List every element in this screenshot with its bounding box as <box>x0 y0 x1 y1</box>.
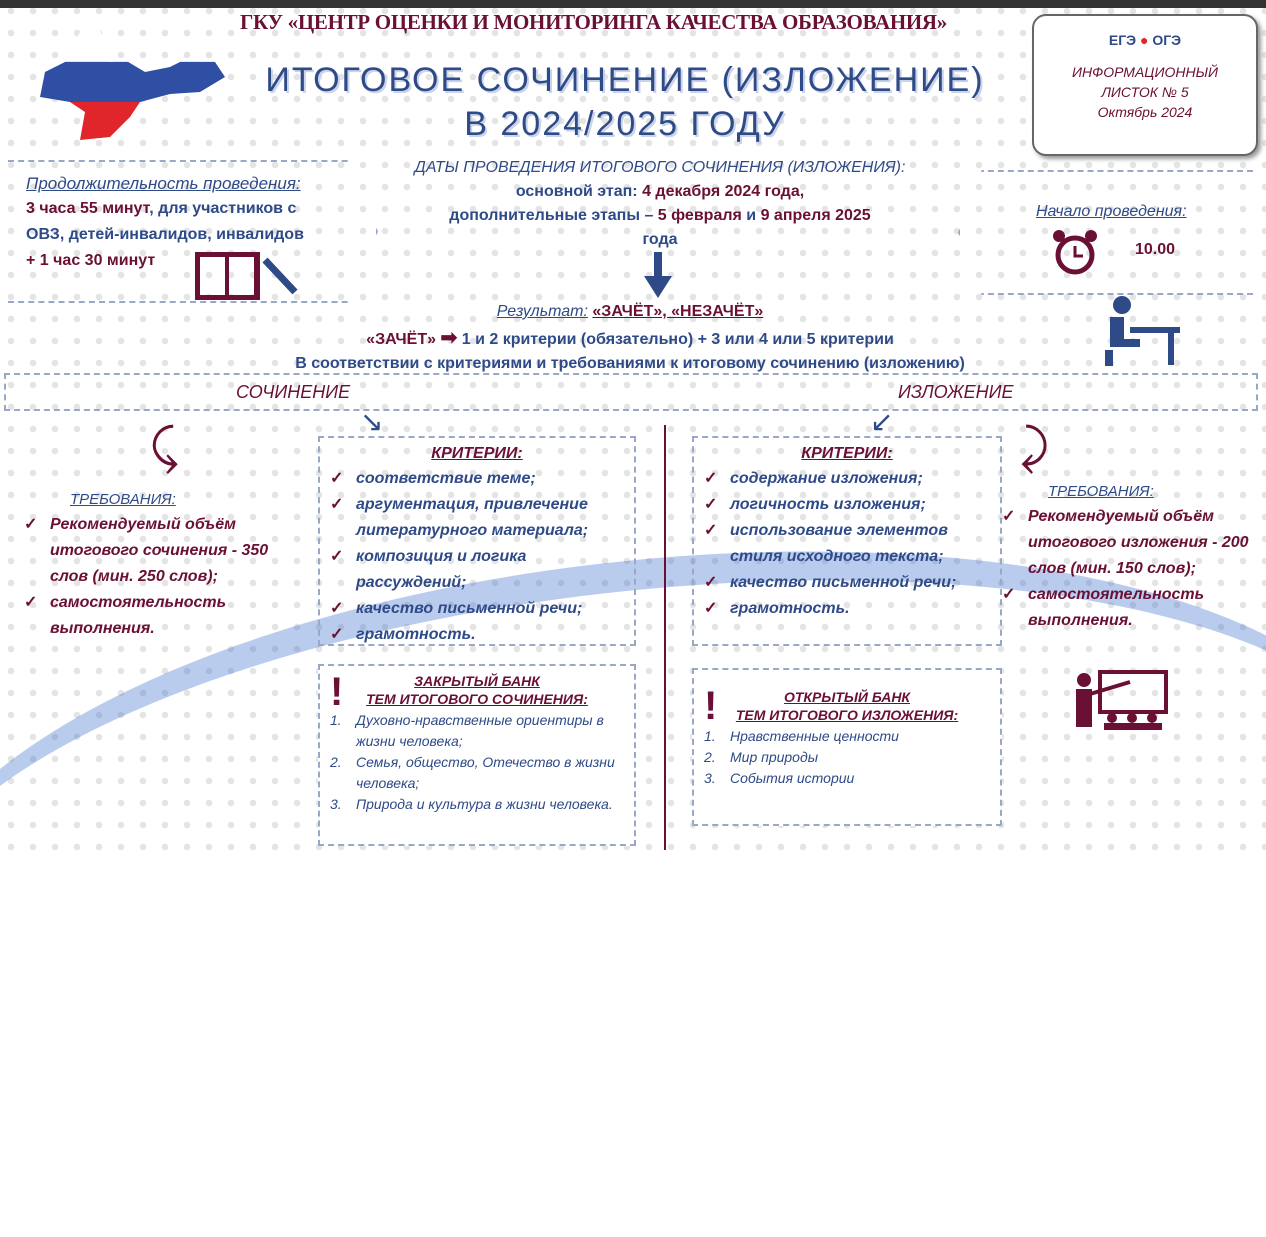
duration-main: 3 часа 55 минут <box>26 200 150 217</box>
exposition-req-heading: ТРЕБОВАНИЯ: <box>1048 483 1154 500</box>
curved-arrow-icon: ⤸ <box>1020 421 1049 474</box>
dates-heading: ДАТЫ ПРОВЕДЕНИЯ ИТОГОВОГО СОЧИНЕНИЯ (ИЗЛ… <box>414 159 906 176</box>
duration-block: Продолжительность проведения: 3 часа 55 … <box>26 172 336 274</box>
essay-req-heading: ТРЕБОВАНИЯ: <box>70 491 176 508</box>
arrow-icon: ↙ <box>870 406 894 437</box>
exposition-requirements: ТРЕБОВАНИЯ: Рекомендуемый объём итоговог… <box>1002 480 1264 634</box>
organization-name: ГКУ «ЦЕНТР ОЦЕНКИ И МОНИТОРИНГА КАЧЕСТВА… <box>240 10 947 34</box>
criteria-item: использование элементов стиля исходного … <box>704 518 990 570</box>
criteria-item: качество письменной речи; <box>704 570 990 596</box>
exposition-criteria-box: КРИТЕРИИ: содержание изложения; логичнос… <box>692 436 1002 646</box>
main-stage-date: 4 декабря 2024 года, <box>642 183 805 200</box>
criteria-item: композиция и логика рассуждений; <box>330 544 624 596</box>
bank-item: 2.Мир природы <box>704 749 819 765</box>
requirement-item: Рекомендуемый объём итогового изложения … <box>1002 504 1264 582</box>
crimea-flag-map-icon <box>40 30 225 140</box>
info-bubble: ЕГЭ ● ОГЭ ИНФОРМАЦИОННЫЙ ЛИСТОК № 5 Октя… <box>1032 14 1258 156</box>
criteria-item: логичность изложения; <box>704 492 990 518</box>
bubble-line-1: ИНФОРМАЦИОННЫЙ <box>1071 64 1219 80</box>
extra-date-1: 5 февраля <box>657 207 742 224</box>
bank-item: 3.Природа и культура в жизни человека. <box>330 796 613 812</box>
pass-label: «ЗАЧЁТ» <box>366 331 437 348</box>
bank-item-text: Духовно-нравственные ориентиры в жизни ч… <box>356 712 604 749</box>
and-text: и <box>741 207 761 224</box>
criteria-item: аргументация, привлечение литературного … <box>330 492 624 544</box>
extra-date-2: 9 апреля 2025 <box>760 207 871 224</box>
criteria-item: грамотность. <box>704 596 990 622</box>
ege-oge-logo: ЕГЭ ● ОГЭ <box>1108 32 1182 48</box>
arrow-right-icon: ➡ <box>440 327 458 349</box>
requirement-item: самостоятельность выполнения. <box>1002 582 1264 634</box>
duration-rest: , для участников с ОВЗ, детей-инвалидов,… <box>26 200 304 243</box>
exposition-criteria-heading: КРИТЕРИИ: <box>801 445 893 462</box>
curved-arrow-icon: ⤹ <box>150 421 179 474</box>
alarm-clock-icon <box>1053 230 1097 275</box>
logo-ege: ЕГЭ <box>1108 32 1137 48</box>
bank-item-text: События истории <box>730 770 855 786</box>
requirement-item: Рекомендуемый объём итогового сочинения … <box>24 512 285 590</box>
pass-rule: 1 и 2 критерии (обязательно) + 3 или 4 и… <box>461 331 894 348</box>
exclamation-icon: ! <box>704 684 718 728</box>
logo-oge: ОГЭ <box>1152 32 1182 48</box>
bank-heading-1: ОТКРЫТЫЙ БАНК <box>783 689 911 705</box>
criteria-item: качество письменной речи; <box>330 596 624 622</box>
criteria-item: грамотность. <box>330 622 624 648</box>
duration-heading: Продолжительность проведения: <box>26 174 301 193</box>
student-at-desk-icon <box>1105 296 1180 366</box>
start-heading: Начало проведения: <box>1036 203 1187 220</box>
year-word: года <box>642 231 678 248</box>
bubble-line-3: Октябрь 2024 <box>1097 104 1193 120</box>
bank-heading-2: ТЕМ ИТОГОВОГО ИЗЛОЖЕНИЯ: <box>735 707 959 723</box>
bank-item: 3.События истории <box>704 770 855 786</box>
bubble-line-2: ЛИСТОК № 5 <box>1101 84 1189 100</box>
teacher-classroom-icon <box>1076 670 1168 730</box>
arrow-down-icon <box>644 252 672 298</box>
bank-item-text: Мир природы <box>730 749 819 765</box>
result-note: В соответствии с критериями и требования… <box>295 355 965 372</box>
criteria-item: содержание изложения; <box>704 466 990 492</box>
bank-item-text: Семья, общество, Отечество в жизни челов… <box>356 754 615 791</box>
start-frame <box>958 170 1253 295</box>
book-pencil-icon <box>195 252 298 300</box>
result-block: Результат: «ЗАЧЁТ», «НЕЗАЧЁТ» «ЗАЧЁТ» ➡ … <box>200 300 1060 376</box>
title-line-2: В 2024/2025 ГОДУ <box>464 105 786 143</box>
result-values: «ЗАЧЁТ», «НЕЗАЧЁТ» <box>592 303 764 320</box>
bank-item: 1.Нравственные ценности <box>704 728 899 744</box>
start-time: 10.00 <box>1135 241 1176 258</box>
extra-stage-label: дополнительные этапы – <box>449 207 658 224</box>
arrow-icon: ↘ <box>360 406 384 437</box>
sections-bar <box>4 373 1258 411</box>
page-title: ИТОГОВОЕ СОЧИНЕНИЕ (ИЗЛОЖЕНИЕ) В 2024/20… <box>250 58 1000 146</box>
essay-criteria-box: КРИТЕРИИ: соответствие теме; аргументаци… <box>318 436 636 648</box>
essay-label: СОЧИНЕНИЕ <box>236 382 351 402</box>
result-label: Результат: <box>496 303 588 320</box>
exclamation-icon: ! <box>330 670 344 714</box>
bank-heading-2: ТЕМ ИТОГОВОГО СОЧИНЕНИЯ: <box>366 691 588 707</box>
bank-item: 2.Семья, общество, Отечество в жизни чел… <box>330 754 615 791</box>
main-stage-label: основной этап: <box>515 183 643 200</box>
bank-item-text: Природа и культура в жизни человека. <box>356 796 613 812</box>
bank-item-text: Нравственные ценности <box>730 728 899 744</box>
title-line-1: ИТОГОВОЕ СОЧИНЕНИЕ (ИЗЛОЖЕНИЕ) <box>265 61 985 99</box>
essay-criteria-heading: КРИТЕРИИ: <box>431 445 523 462</box>
bank-heading-1: ЗАКРЫТЫЙ БАНК <box>414 673 540 689</box>
exposition-label: ИЗЛОЖЕНИЕ <box>898 382 1014 402</box>
requirement-item: самостоятельность выполнения. <box>24 590 285 642</box>
criteria-item: соответствие теме; <box>330 466 624 492</box>
duration-extra: + 1 час 30 минут <box>26 252 156 269</box>
bank-item: 1.Духовно-нравственные ориентиры в жизни… <box>330 712 604 749</box>
top-bar <box>0 0 1266 8</box>
dates-block: ДАТЫ ПРОВЕДЕНИЯ ИТОГОВОГО СОЧИНЕНИЯ (ИЗЛ… <box>380 156 940 252</box>
essay-requirements: ТРЕБОВАНИЯ: Рекомендуемый объём итоговог… <box>24 488 285 642</box>
divider <box>664 425 666 850</box>
duration-frame <box>8 160 378 303</box>
